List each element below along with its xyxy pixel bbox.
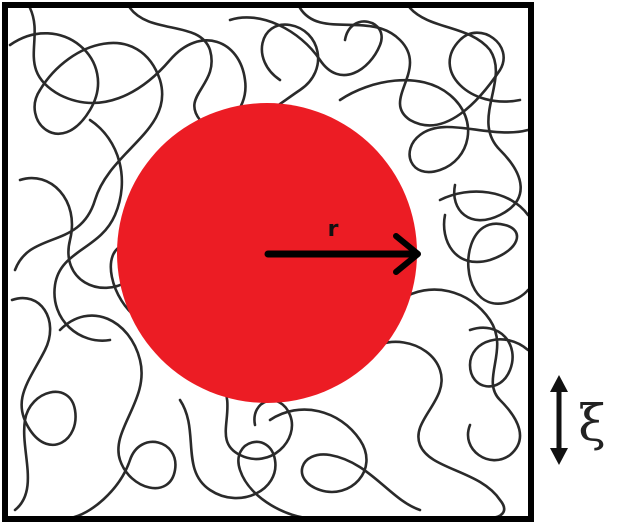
polymer-chain	[228, 16, 383, 77]
polymer-chain	[10, 296, 77, 512]
double-vertical-arrow-icon	[550, 375, 568, 465]
radius-label: r	[328, 217, 339, 242]
polymer-chain	[408, 6, 522, 222]
polymer-chain	[358, 340, 506, 520]
polymer-chain	[53, 118, 124, 342]
mesh-size-label: ξ	[578, 394, 606, 452]
box-frame	[2, 2, 534, 522]
polymer-network	[8, 6, 530, 520]
polymer-chain	[58, 314, 177, 520]
polymer-chain	[8, 32, 164, 272]
polymer-chain	[398, 288, 522, 462]
polymer-chain	[338, 78, 530, 174]
polymer-chain	[268, 408, 422, 512]
polymer-chain	[178, 398, 312, 520]
polymer-chain	[298, 6, 522, 127]
polymer-chain	[438, 190, 530, 305]
polymer-chain	[28, 6, 247, 152]
radius-arrow-icon	[264, 233, 421, 275]
polymer-chain	[468, 326, 530, 388]
